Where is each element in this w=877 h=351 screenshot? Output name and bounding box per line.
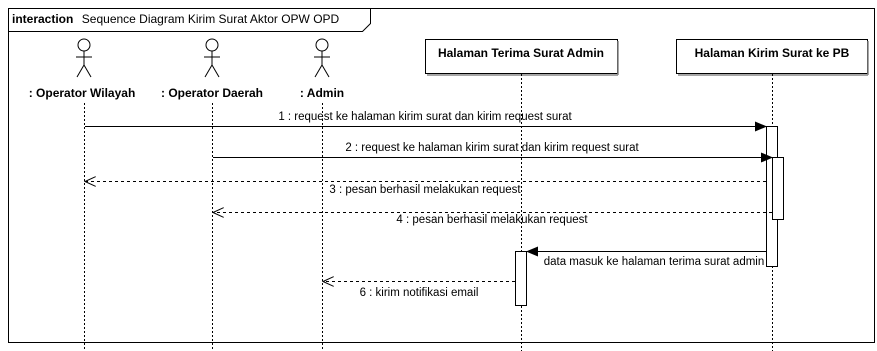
frame-keyword: interaction <box>12 12 73 26</box>
actor-label-admin: : Admin <box>300 86 344 100</box>
message-label-2: 2 : request ke halaman kirim surat dan k… <box>345 142 639 154</box>
actor-admin <box>314 38 330 78</box>
lifeline-label-kirim-surat-pb: Halaman Kirim Surat ke PB <box>695 46 850 60</box>
lifeline-label-terima-surat-admin: Halaman Terima Surat Admin <box>438 46 604 60</box>
lifeline-box-terima-surat-admin <box>425 39 618 74</box>
message-label-6: 6 : kirim notifikasi email <box>360 287 479 299</box>
frame-name: Sequence Diagram Kirim Surat Aktor OPW O… <box>82 12 340 26</box>
message-label-1: 1 : request ke halaman kirim surat dan k… <box>278 111 572 123</box>
message-label-4: 4 : pesan berhasil melakukan request <box>396 214 588 226</box>
activation-bar-terima <box>515 251 527 306</box>
frame-title: interaction Sequence Diagram Kirim Surat… <box>12 10 340 27</box>
actor-operator-daerah <box>204 38 220 78</box>
message-label-3: 3 : pesan berhasil melakukan request <box>329 184 521 196</box>
interaction-frame <box>8 8 875 343</box>
activation-bar-kirim-2 <box>772 157 784 220</box>
message-label-5: data masuk ke halaman terima surat admin <box>544 256 765 268</box>
actor-label-operator-wilayah: : Operator Wilayah <box>29 86 136 100</box>
actor-operator-wilayah <box>76 38 92 78</box>
actor-label-operator-daerah: : Operator Daerah <box>161 86 263 100</box>
frame-title-tab <box>8 8 371 32</box>
